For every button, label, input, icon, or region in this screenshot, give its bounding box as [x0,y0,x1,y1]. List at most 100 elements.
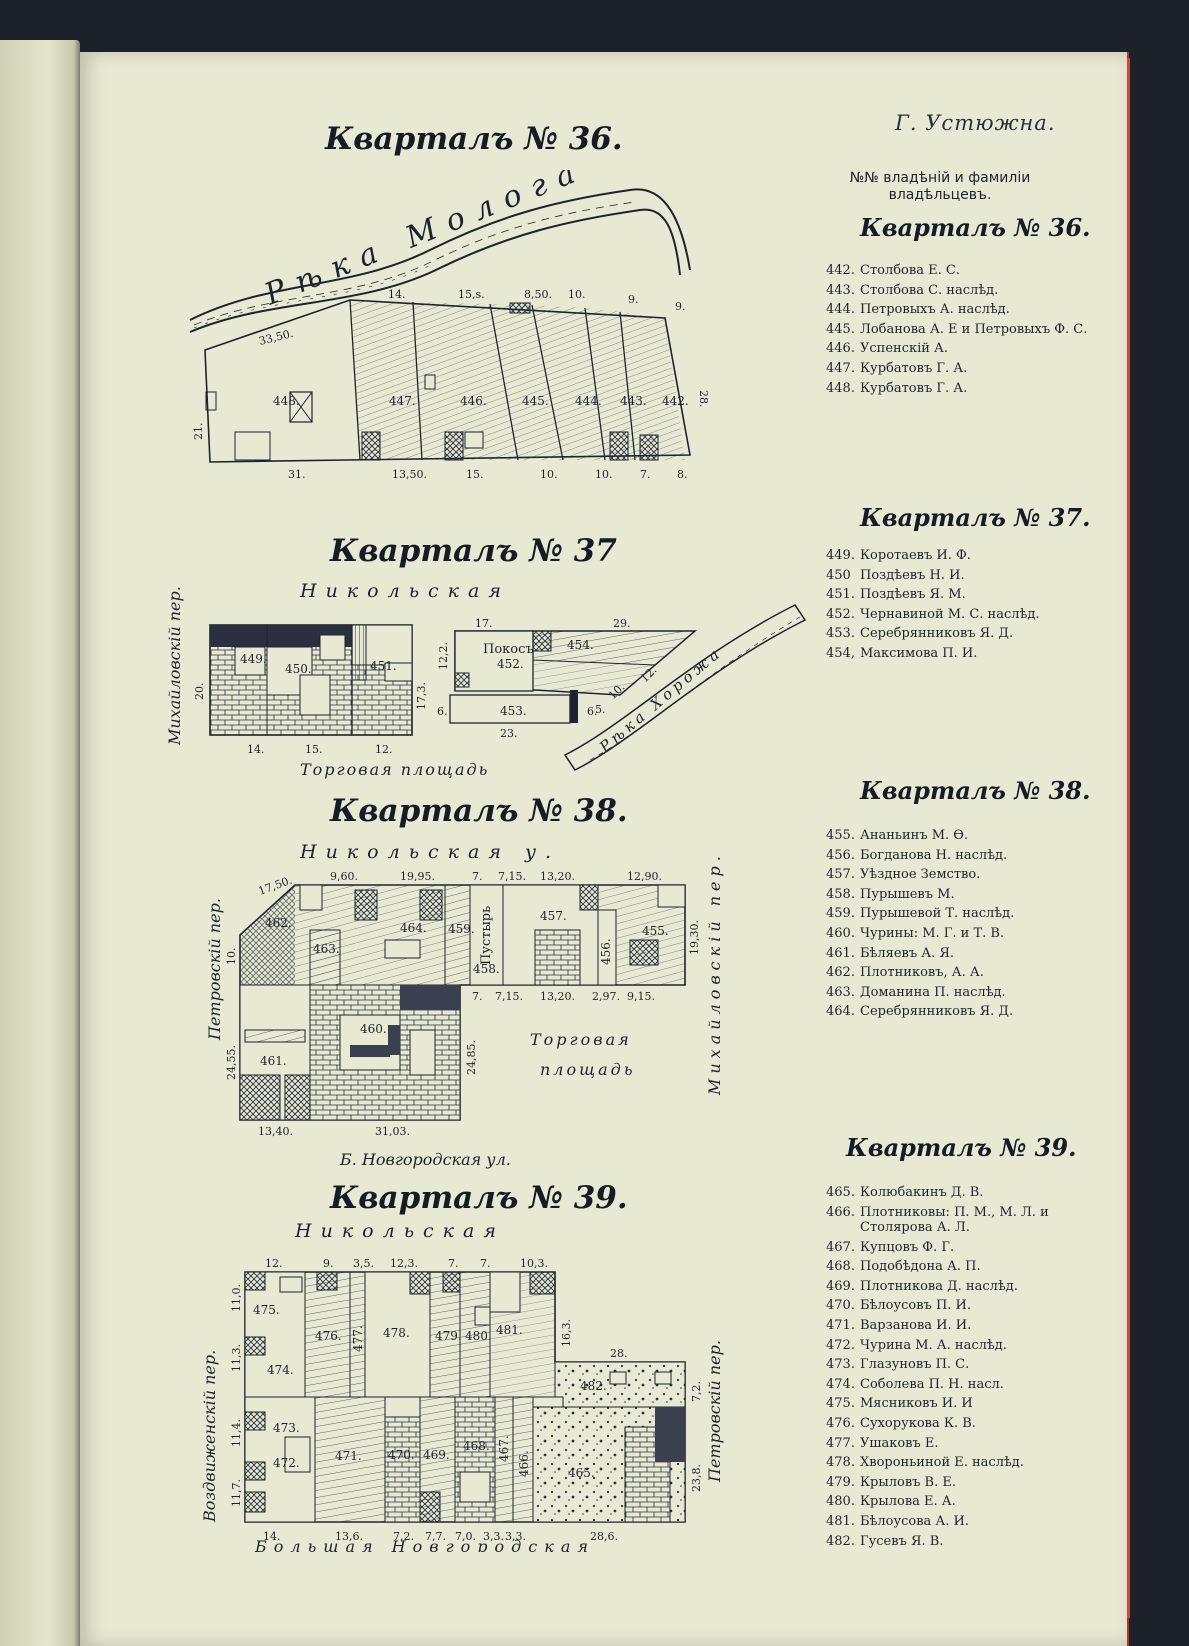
svg-text:28.: 28. [697,390,710,408]
list-item: 453.Серебрянниковъ Я. Д. [826,626,1014,642]
svg-text:3,3.: 3,3. [483,1530,504,1543]
list-title-37: Кварталъ № 37. [860,503,1091,532]
running-head: Г. Устюжна. [895,111,1056,135]
svg-text:9,15.: 9,15. [627,990,655,1003]
svg-text:453.: 453. [500,704,527,718]
lane-mikhailovsky-37: Михайловскій пер. [165,586,184,746]
owner-list-36: 442.Столбова Е. С. 443.Столбова С. наслѣ… [826,261,1087,398]
svg-text:463.: 463. [313,942,340,956]
svg-text:476.: 476. [315,1329,342,1343]
street-nikolskaya-37: Никольская [299,580,510,602]
svg-text:7.: 7. [472,870,483,883]
svg-text:13,6.: 13,6. [335,1530,363,1543]
svg-text:13,20.: 13,20. [540,870,575,883]
list-item: 451.Поздѣевъ Я. М. [826,587,966,603]
svg-text:17,3.: 17,3. [415,682,428,710]
svg-text:450.: 450. [285,662,312,676]
svg-text:442.: 442. [662,394,689,408]
square-torgovaya-38-line2: площадь [540,1060,636,1079]
list-item: 473.Глазуновъ П. С. [826,1357,970,1373]
pokos-label: Покосъ [483,642,534,657]
map-quarter-37: Никольская Михайловскій пер. 449. 450. 4… [165,580,807,779]
list-item: 481.Бѣлоусова А. И. [826,1513,970,1529]
svg-text:3,5.: 3,5. [353,1257,374,1270]
lane-petrovsky-38: Петровскій пер. [205,898,224,1041]
svg-text:449.: 449. [240,652,267,666]
svg-text:24,85.: 24,85. [465,1040,478,1075]
svg-text:19,30.: 19,30. [688,920,701,955]
list-item: 456.Богданова Н. наслѣд. [826,847,1008,863]
svg-text:13,20.: 13,20. [540,990,575,1003]
svg-text:14.: 14. [263,1530,281,1543]
list-item: 463.Доманина П. наслѣд. [826,984,1006,1000]
svg-text:462.: 462. [265,916,292,930]
list-item: 470.Бѣлоусовъ П. И. [826,1298,972,1314]
list-item: 474.Соболева П. Н. насл. [826,1376,1004,1392]
square-torgovaya-37: Торговая площадь [300,760,489,779]
svg-text:31,03.: 31,03. [375,1125,410,1138]
svg-text:16,3.: 16,3. [560,1319,573,1347]
svg-text:7.: 7. [640,468,651,481]
svg-text:11,7.: 11,7. [230,1479,243,1507]
svg-text:448.: 448. [273,394,300,408]
svg-text:446.: 446. [460,394,487,408]
svg-text:452.: 452. [497,657,524,671]
list-item: 442.Столбова Е. С. [826,263,960,278]
lane-petrovsky-39: Петровскій пер. [705,1340,724,1483]
svg-text:11,0.: 11,0. [230,1284,243,1312]
street-nikolskaya-38: Никольская у. [299,841,560,863]
svg-text:21.: 21. [192,423,205,441]
list-item: 460.Чурины: М. Г. и Т. В. [826,925,1005,941]
svg-text:23.: 23. [500,727,518,740]
svg-text:459.: 459. [448,922,475,936]
svg-text:7,15.: 7,15. [495,990,523,1003]
svg-text:2,97.: 2,97. [592,990,620,1003]
svg-text:444.: 444. [575,394,602,408]
svg-text:474.: 474. [267,1363,294,1377]
street-bolshaya-novgorodskaya: Большая Новгородская [254,1537,595,1552]
svg-text:7,7.: 7,7. [425,1530,446,1543]
list-item: 452.Чернавиной М. С. наслѣд. [826,606,1040,622]
svg-text:11,3.: 11,3. [230,1344,243,1372]
list-item: 465.Колюбакинъ Д. В. [826,1185,984,1200]
svg-text:481.: 481. [496,1323,523,1337]
svg-text:475.: 475. [253,1303,280,1317]
svg-text:15.: 15. [305,743,323,756]
svg-text:28.: 28. [610,1347,628,1360]
list-item: 476.Сухорукова К. В. [826,1415,976,1431]
svg-text:468.: 468. [463,1439,490,1453]
svg-text:455.: 455. [642,924,669,938]
map-title-36: Кварталъ № 36. [325,121,623,157]
svg-text:7,2.: 7,2. [690,1381,703,1402]
list-item: 479.Крыловъ В. Е. [826,1474,956,1490]
svg-text:3,3.: 3,3. [505,1530,526,1543]
list-item: 464.Серебрянниковъ Я. Д. [826,1004,1014,1020]
svg-text:9.: 9. [628,293,639,306]
svg-text:12,3.: 12,3. [390,1257,418,1270]
svg-text:9.: 9. [323,1257,334,1270]
owner-list-39: 465.Колюбакинъ Д. В. 466.Плотниковы: П. … [826,1183,1080,1551]
svg-text:12.: 12. [375,743,393,756]
svg-text:7.: 7. [448,1257,459,1270]
list-header-line-1: №№ владѣній и фамиліи [849,170,1031,186]
list-item: 472.Чурина М. А. наслѣд. [826,1337,1007,1353]
map-title-37: Кварталъ № 37 [330,533,617,569]
owner-list-38: 455.Ананьинъ М. Ѳ. 456.Богданова Н. насл… [826,826,1014,1022]
list-item: 462.Плотниковъ, А. А. [826,965,984,981]
svg-text:31.: 31. [288,468,306,481]
svg-text:454.: 454. [567,638,594,652]
svg-text:6.: 6. [587,705,598,718]
list-title-38: Кварталъ № 38. [860,776,1091,805]
svg-text:10,3.: 10,3. [520,1257,548,1270]
list-header: №№ владѣній и фамиліи владѣльцевъ. [820,170,1060,204]
svg-text:8,50.: 8,50. [524,288,552,301]
svg-text:470.: 470. [388,1448,415,1462]
svg-text:13,50.: 13,50. [392,468,427,481]
svg-text:13,40.: 13,40. [258,1125,293,1138]
svg-text:9,60.: 9,60. [330,870,358,883]
adjacent-page-edge [0,40,80,1646]
list-title-39: Кварталъ № 39. [846,1133,1077,1162]
list-item: 475.Мясниковъ И. И [826,1396,973,1412]
list-item: 446.Успенскій А. [826,341,949,357]
